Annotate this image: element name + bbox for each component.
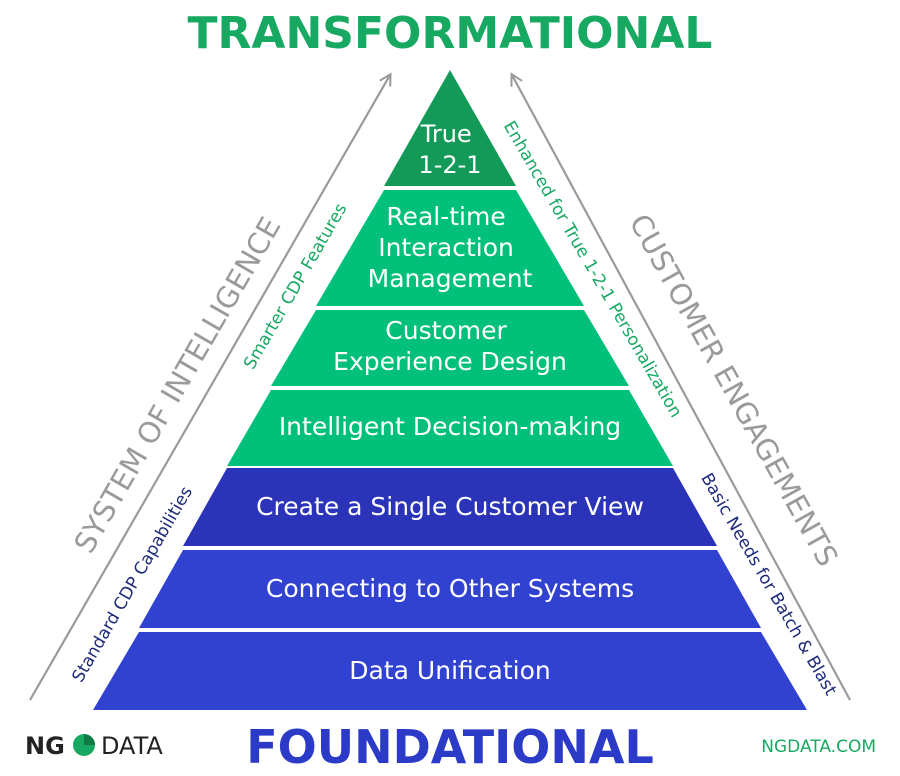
tier-1-line-2: 1-2-1	[418, 151, 481, 179]
bottom-title: FOUNDATIONAL	[246, 720, 654, 774]
tier-2-line-2: Interaction	[378, 233, 514, 262]
tier-4-label: Intelligent Decision-making	[279, 412, 621, 441]
tier-2-label: Real-time Interaction Management	[368, 202, 533, 293]
tier-4-shape	[227, 390, 673, 466]
tier-3-line-1: Customer	[385, 316, 507, 345]
tier-6-label: Connecting to Other Systems	[266, 574, 634, 603]
tier-1-label: True 1-2-1	[418, 120, 481, 179]
tier-2-shape	[316, 190, 584, 306]
tier-6-shape	[139, 550, 761, 628]
tier-7-label: Data Unification	[349, 656, 550, 685]
tier-5-label: Create a Single Customer View	[256, 492, 644, 521]
top-title: TRANSFORMATIONAL	[188, 8, 713, 59]
tier-7-shape	[93, 632, 807, 710]
website-link[interactable]: NGDATA.COM	[761, 737, 876, 757]
logo-text-left: NG	[25, 732, 65, 760]
tier-3-line-2: Experience Design	[333, 347, 567, 376]
right-arrow	[512, 75, 851, 701]
tier-1-shape	[384, 70, 516, 186]
ngdata-logo: NG DATA	[25, 732, 163, 760]
logo-text-right: DATA	[101, 732, 163, 760]
logo-mark-icon	[73, 734, 95, 756]
tier-5-shape	[183, 468, 717, 546]
tier-1-line-1: True	[420, 120, 472, 148]
tier-3-label: Customer Experience Design	[333, 316, 567, 376]
tier-3-shape	[271, 310, 629, 386]
tier-2-line-3: Management	[368, 264, 533, 293]
tier-2-line-1: Real-time	[386, 202, 505, 231]
left-arrow	[29, 75, 390, 701]
